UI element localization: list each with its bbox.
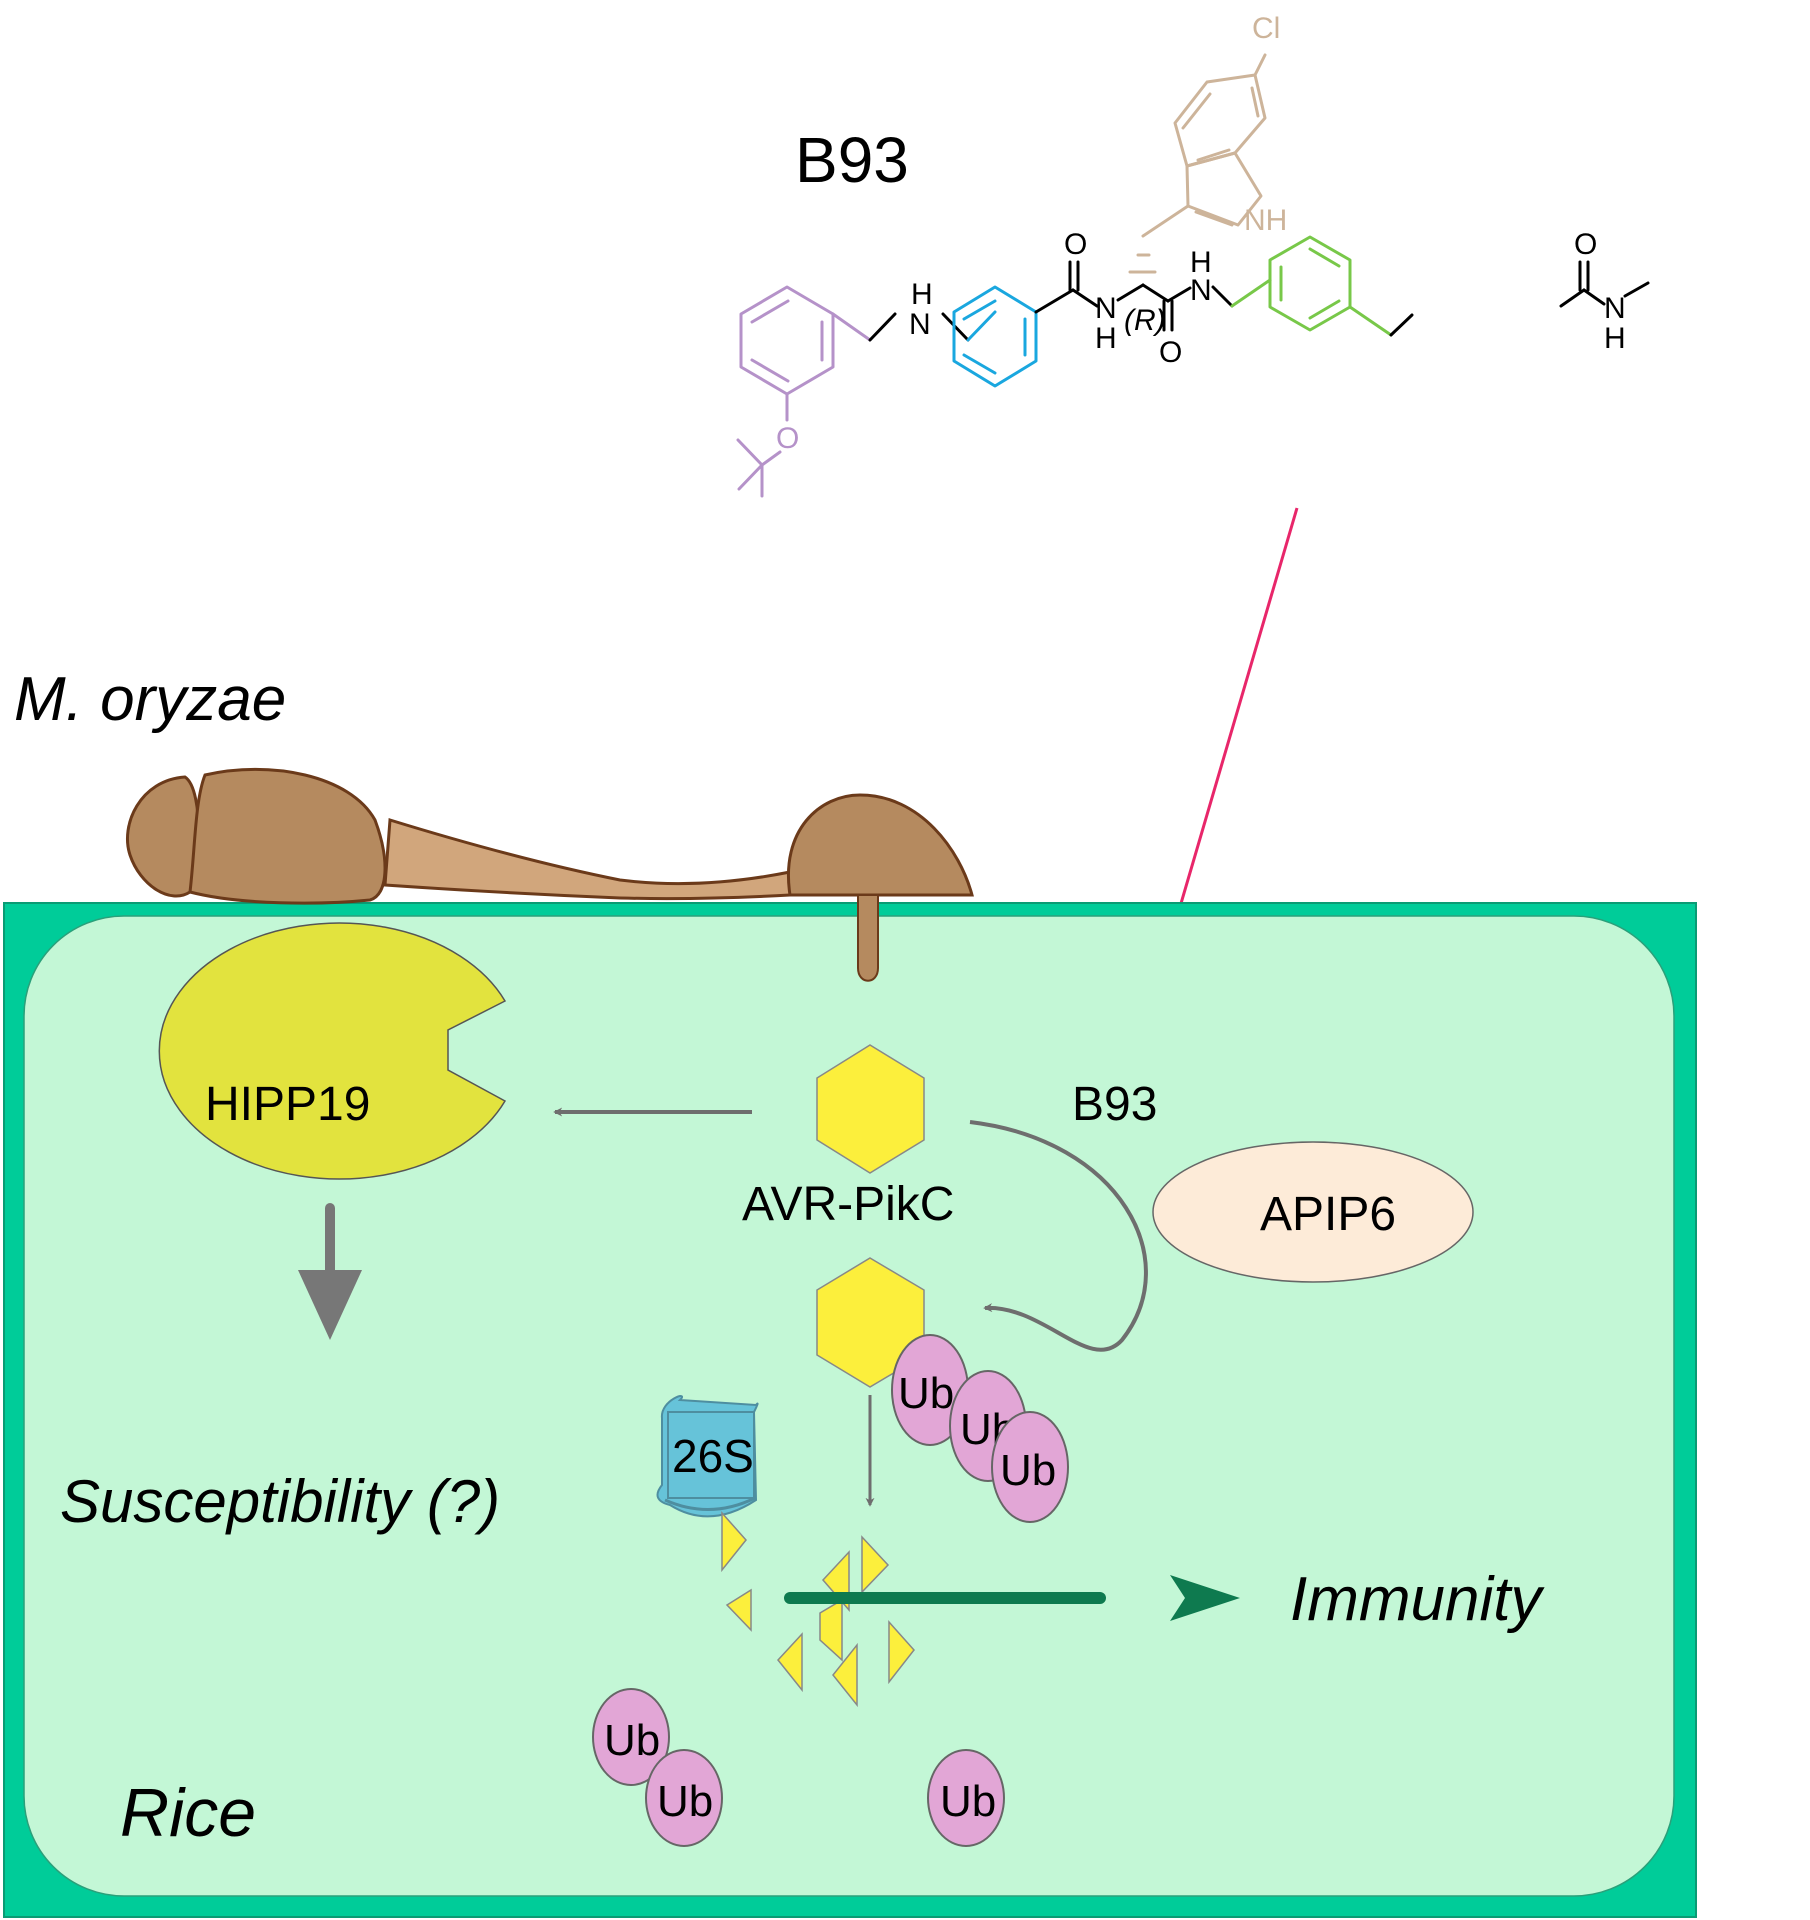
fungus-appressorium xyxy=(787,793,974,897)
hipp19-label: HIPP19 xyxy=(205,1078,370,1131)
ubiquitinated-avr-pikc xyxy=(816,1257,925,1388)
host-label: Rice xyxy=(120,1775,256,1851)
atom-label-amide1-h: H xyxy=(1095,322,1117,355)
b93-cell-label: B93 xyxy=(1072,1078,1157,1131)
atom-label-amine-n: N xyxy=(909,308,931,341)
proteasome-26s: 26S xyxy=(656,1395,759,1518)
ubiquitin-label: Ub xyxy=(940,1777,996,1826)
free-ubiquitins: Ub Ub Ub xyxy=(592,1688,1005,1847)
molecule-tert-butoxybenzyl-fragment xyxy=(736,285,872,498)
atom-label-amide3-o: O xyxy=(1574,228,1597,261)
susceptibility-outcome: Susceptibility (?) xyxy=(60,1468,500,1535)
free-ubiquitin xyxy=(592,1688,670,1786)
fungus-m-oryzae xyxy=(125,767,974,982)
ubiquitin-label: Ub xyxy=(604,1716,660,1765)
atom-label-amine-h: H xyxy=(911,278,933,311)
molecule-bond xyxy=(1389,313,1414,337)
ubiquitin-label: Ub xyxy=(898,1369,954,1418)
atom-label-amide3-n: N xyxy=(1604,292,1626,325)
atom-label-ether-o: O xyxy=(776,422,799,455)
peptide-fragment xyxy=(721,1511,747,1573)
molecule-bond xyxy=(868,312,897,342)
polyubiquitin-chain: Ub Ub Ub xyxy=(891,1334,1069,1523)
immunity-arrow xyxy=(784,1575,1240,1621)
molecule-chloroindole-fragment xyxy=(1128,53,1267,274)
atom-label-amide3-h: H xyxy=(1604,322,1626,355)
atom-label-amide2-h: H xyxy=(1190,246,1212,279)
hipp19-to-susceptibility-arrow xyxy=(298,1203,362,1340)
ubiquitin-chain-3 xyxy=(991,1411,1069,1523)
fungus-penetration-peg xyxy=(857,894,879,982)
atom-label-amide1-o: O xyxy=(1064,228,1087,261)
pathogen-label: M. oryzae xyxy=(14,665,286,734)
immunity-outcome: Immunity xyxy=(1290,1565,1545,1634)
free-ubiquitin xyxy=(927,1749,1005,1847)
hipp19-protein: HIPP19 xyxy=(158,922,507,1180)
atom-label-amide2-n: N xyxy=(1190,274,1212,307)
atom-label-indole-nh: NH xyxy=(1244,204,1287,237)
peptide-fragment xyxy=(888,1620,915,1685)
atom-label-amide2-o: O xyxy=(1159,336,1182,369)
avr-pikc-label: AVR-PikC xyxy=(742,1178,954,1231)
molecule-phenylene-ring xyxy=(1230,235,1393,337)
atom-label-stereocenter: (R) xyxy=(1124,304,1166,337)
ubiquitin-label: Ub xyxy=(657,1777,713,1826)
fungus-germ-tube xyxy=(383,818,792,901)
b93-mediated-ubiquitination-arrow xyxy=(969,1120,1148,1352)
free-ubiquitin xyxy=(645,1749,723,1847)
apip6-label: APIP6 xyxy=(1260,1188,1396,1241)
proteasome-label: 26S xyxy=(672,1430,754,1482)
atom-label-amide1-n: N xyxy=(1095,292,1117,325)
fungus-conidium-cell-main xyxy=(188,767,387,905)
avr-pikc-effector xyxy=(816,1044,925,1174)
apip6-e3-ligase xyxy=(1152,1141,1474,1283)
compound-title: B93 xyxy=(795,124,909,196)
atom-label-chlorine: Cl xyxy=(1252,12,1280,45)
fungus-conidium-cell-left xyxy=(125,775,201,898)
b93-molecule-structure: Cl NH O H N O N H (R) O H N O N H xyxy=(736,12,1650,498)
peptide-fragment xyxy=(832,1642,858,1708)
molecule-amide-backbone xyxy=(1034,260,1650,332)
peptide-fragment xyxy=(777,1632,803,1693)
peptide-fragment xyxy=(725,1588,752,1632)
ubiquitin-label: Ub xyxy=(1000,1446,1056,1495)
peptide-fragment xyxy=(861,1535,890,1594)
peptide-fragment xyxy=(819,1598,843,1662)
